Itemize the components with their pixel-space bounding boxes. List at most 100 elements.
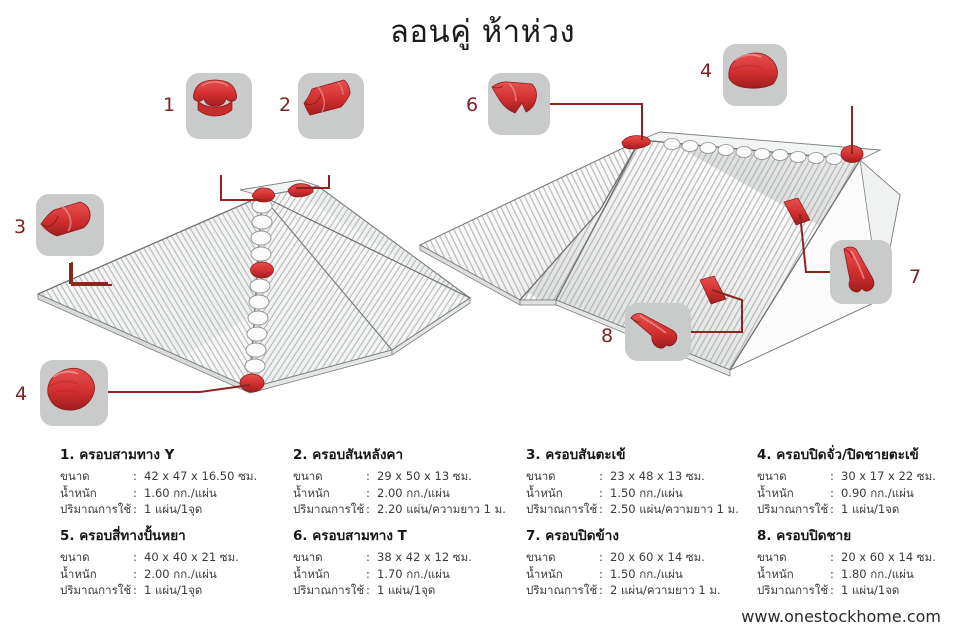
red-cap-hip-on-roof bbox=[250, 261, 274, 279]
leader-line-4-left bbox=[106, 384, 251, 393]
spec-size-label: ขนาด bbox=[60, 550, 90, 564]
spec-usage-value-2: 2.20 แผ่น/ความยาว 1 ม. bbox=[377, 502, 506, 516]
spec-usage-row-4: ปริมาณการใช้ : 1 แผ่น/1จด bbox=[757, 501, 965, 518]
spec-weight-value-8: 1.80 กก./แผ่น bbox=[841, 566, 914, 581]
spec-item-6: 6. ครอบสามทาง T ขนาด : 38 x 42 x 12 ซม. … bbox=[293, 524, 525, 599]
callout-number-1: 1 bbox=[163, 94, 176, 116]
roof-cap-side-icon bbox=[843, 246, 875, 293]
spec-colon: : bbox=[133, 469, 137, 483]
callout-badge-8[interactable] bbox=[625, 303, 691, 361]
spec-size-label: ขนาด bbox=[757, 469, 787, 483]
spec-weight-value-5: 2.00 กก./แผ่น bbox=[144, 566, 217, 581]
spec-weight-value-4: 0.90 กก./แผ่น bbox=[841, 485, 914, 500]
spec-colon: : bbox=[366, 485, 370, 500]
red-cap-ridge-on-roof bbox=[287, 183, 314, 198]
spec-weight-label: น้ำหนัก bbox=[757, 566, 794, 581]
spec-size-value-2: 29 x 50 x 13 ซม. bbox=[377, 469, 472, 483]
spec-weight-value-7: 1.50 กก./แผ่น bbox=[610, 566, 683, 581]
spec-colon: : bbox=[366, 469, 370, 483]
spec-colon: : bbox=[599, 583, 603, 597]
callout-number-6: 6 bbox=[466, 94, 479, 116]
spec-usage-value-3: 2.50 แผ่น/ความยาว 1 ม. bbox=[610, 502, 739, 516]
roof-cap-eave-icon bbox=[630, 313, 678, 349]
callout-badge-3[interactable] bbox=[36, 194, 104, 256]
roof-cap-gable-icon bbox=[728, 52, 778, 89]
spec-usage-row-1: ปริมาณการใช้ : 1 แผ่น/1จุด bbox=[60, 501, 292, 518]
callout-badge-4-right[interactable] bbox=[723, 44, 787, 106]
spec-title-4: 4. ครอบปิดจั่ว/ปิดชายตะเข้ bbox=[757, 447, 919, 463]
callout-number-3: 3 bbox=[14, 216, 27, 238]
spec-title-3: 3. ครอบสันตะเข้ bbox=[526, 447, 626, 463]
spec-title-6: 6. ครอบสามทาง T bbox=[293, 528, 407, 544]
spec-usage-row-7: ปริมาณการใช้ : 2 แผ่น/ความยาว 1 ม. bbox=[526, 582, 758, 599]
spec-colon: : bbox=[366, 583, 370, 597]
spec-size-row-3: ขนาด : 23 x 48 x 13 ซม. bbox=[526, 468, 758, 485]
spec-size-value-5: 40 x 40 x 21 ซม. bbox=[144, 550, 239, 564]
spec-size-row-6: ขนาด : 38 x 42 x 12 ซม. bbox=[293, 549, 525, 566]
spec-title-1: 1. ครอบสามทาง Y bbox=[60, 447, 175, 463]
spec-colon: : bbox=[830, 566, 834, 581]
spec-item-7: 7. ครอบปิดข้าง ขนาด : 20 x 60 x 14 ซม. น… bbox=[526, 524, 758, 599]
spec-size-label: ขนาด bbox=[526, 550, 556, 564]
roof-cap-gable-icon bbox=[47, 367, 95, 411]
leader-line-7 bbox=[799, 213, 830, 273]
spec-usage-row-3: ปริมาณการใช้ : 2.50 แผ่น/ความยาว 1 ม. bbox=[526, 501, 758, 518]
spec-title-7: 7. ครอบปิดข้าง bbox=[526, 528, 619, 544]
leader-line-6 bbox=[548, 103, 643, 140]
spec-size-row-1: ขนาด : 42 x 47 x 16.50 ซม. bbox=[60, 468, 292, 485]
spec-usage-value-1: 1 แผ่น/1จุด bbox=[144, 502, 203, 516]
spec-size-value-6: 38 x 42 x 12 ซม. bbox=[377, 550, 472, 564]
page-title: ลอนคู่ ห้าห่วง bbox=[389, 14, 576, 50]
spec-size-row-4: ขนาด : 30 x 17 x 22 ซม. bbox=[757, 468, 965, 485]
spec-weight-value-2: 2.00 กก./แผ่น bbox=[377, 485, 450, 500]
spec-usage-label: ปริมาณการใช้ bbox=[293, 583, 365, 597]
leader-lines bbox=[69, 103, 853, 393]
callout-badge-7[interactable] bbox=[830, 240, 892, 304]
leader-line-8 bbox=[688, 289, 743, 333]
spec-usage-row-5: ปริมาณการใช้ : 1 แผ่น/1จุด bbox=[60, 582, 292, 599]
spec-colon: : bbox=[366, 566, 370, 581]
callout-number-8: 8 bbox=[601, 325, 614, 347]
callout-badge-1[interactable] bbox=[186, 73, 252, 139]
spec-weight-label: น้ำหนัก bbox=[526, 485, 563, 500]
roof-cap-ridge-icon bbox=[303, 79, 351, 116]
spec-item-4: 4. ครอบปิดจั่ว/ปิดชายตะเข้ ขนาด : 30 x 1… bbox=[757, 443, 965, 518]
spec-colon: : bbox=[133, 485, 137, 500]
spec-weight-row-3: น้ำหนัก : 1.50 กก./แผ่น bbox=[526, 485, 758, 502]
roof-cap-hip-icon bbox=[40, 201, 91, 237]
spec-title-5: 5. ครอบสี่ทางปั้นหยา bbox=[60, 528, 186, 544]
spec-weight-value-3: 1.50 กก./แผ่น bbox=[610, 485, 683, 500]
red-cap-side-on-roof bbox=[783, 197, 811, 226]
spec-usage-row-8: ปริมาณการใช้ : 1 แผ่น/1จด bbox=[757, 582, 965, 599]
spec-colon: : bbox=[599, 469, 603, 483]
spec-colon: : bbox=[830, 502, 834, 516]
spec-size-value-4: 30 x 17 x 22 ซม. bbox=[841, 469, 936, 483]
spec-usage-value-7: 2 แผ่น/ความยาว 1 ม. bbox=[610, 583, 721, 597]
leader-line-3b bbox=[71, 262, 112, 286]
spec-usage-row-2: ปริมาณการใช้ : 2.20 แผ่น/ความยาว 1 ม. bbox=[293, 501, 525, 518]
site-url[interactable]: www.onestockhome.com bbox=[741, 607, 941, 626]
spec-weight-label: น้ำหนัก bbox=[60, 566, 97, 581]
spec-weight-label: น้ำหนัก bbox=[757, 485, 794, 500]
spec-title-2: 2. ครอบสันหลังคา bbox=[293, 447, 404, 463]
spec-weight-row-8: น้ำหนัก : 1.80 กก./แผ่น bbox=[757, 566, 965, 583]
spec-item-1: 1. ครอบสามทาง Y ขนาด : 42 x 47 x 16.50 ซ… bbox=[60, 443, 292, 518]
spec-item-3: 3. ครอบสันตะเข้ ขนาด : 23 x 48 x 13 ซม. … bbox=[526, 443, 758, 518]
spec-size-value-1: 42 x 47 x 16.50 ซม. bbox=[144, 469, 258, 483]
spec-colon: : bbox=[366, 502, 370, 516]
spec-usage-value-6: 1 แผ่น/1จุด bbox=[377, 583, 436, 597]
spec-colon: : bbox=[599, 502, 603, 516]
spec-weight-label: น้ำหนัก bbox=[526, 566, 563, 581]
red-cap-y-on-roof bbox=[251, 187, 276, 203]
roof-cap-y-icon bbox=[193, 79, 237, 117]
callout-badge-6[interactable] bbox=[488, 73, 550, 135]
callout-badge-2[interactable] bbox=[298, 73, 364, 139]
spec-weight-row-4: น้ำหนัก : 0.90 กก./แผ่น bbox=[757, 485, 965, 502]
spec-item-2: 2. ครอบสันหลังคา ขนาด : 29 x 50 x 13 ซม.… bbox=[293, 443, 525, 518]
roof-cap-t-icon bbox=[491, 81, 537, 114]
spec-weight-value-1: 1.60 กก./แผ่น bbox=[144, 485, 217, 500]
callout-badge-4-left[interactable] bbox=[40, 360, 108, 426]
spec-weight-row-7: น้ำหนัก : 1.50 กก./แผ่น bbox=[526, 566, 758, 583]
spec-size-value-7: 20 x 60 x 14 ซม. bbox=[610, 550, 705, 564]
spec-weight-row-6: น้ำหนัก : 1.70 กก./แผ่น bbox=[293, 566, 525, 583]
